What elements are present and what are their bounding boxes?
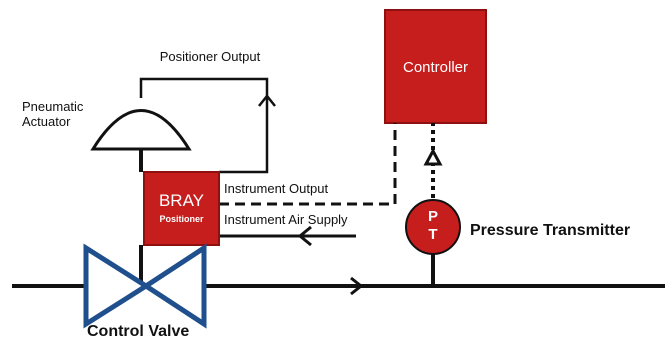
instrument-output-signal	[219, 123, 397, 206]
pneumatic-actuator-label: Pneumatic Actuator	[22, 99, 84, 129]
pt-signal-arrow	[423, 147, 443, 166]
positioner-label: Positioner	[159, 214, 204, 224]
pressure-transmitter-label: Pressure Transmitter	[470, 222, 631, 239]
controller-box	[384, 9, 487, 124]
positioner-output-line	[139, 77, 269, 174]
pressure-transmitter-circle	[405, 199, 461, 255]
positioner-box	[143, 171, 220, 246]
positioner-output-arrow	[258, 93, 276, 107]
positioner-output-label: Positioner Output	[159, 49, 261, 64]
control-valve-label: Control Valve	[87, 323, 190, 340]
bray-label: BRAY	[158, 191, 205, 210]
pneumatic-actuator	[90, 109, 192, 151]
pt-t-label: T	[428, 226, 438, 243]
control-valve-left-triangle	[83, 243, 151, 329]
control-valve-right-triangle	[141, 243, 207, 329]
instrument-air-supply-arrow	[297, 225, 312, 247]
instrument-air-supply-label: Instrument Air Supply	[224, 212, 348, 227]
controller-label: Controller	[402, 59, 469, 76]
pt-p-label: P	[427, 208, 438, 225]
instrument-output-label: Instrument Output	[224, 181, 329, 196]
process-flow-arrow	[350, 276, 364, 296]
